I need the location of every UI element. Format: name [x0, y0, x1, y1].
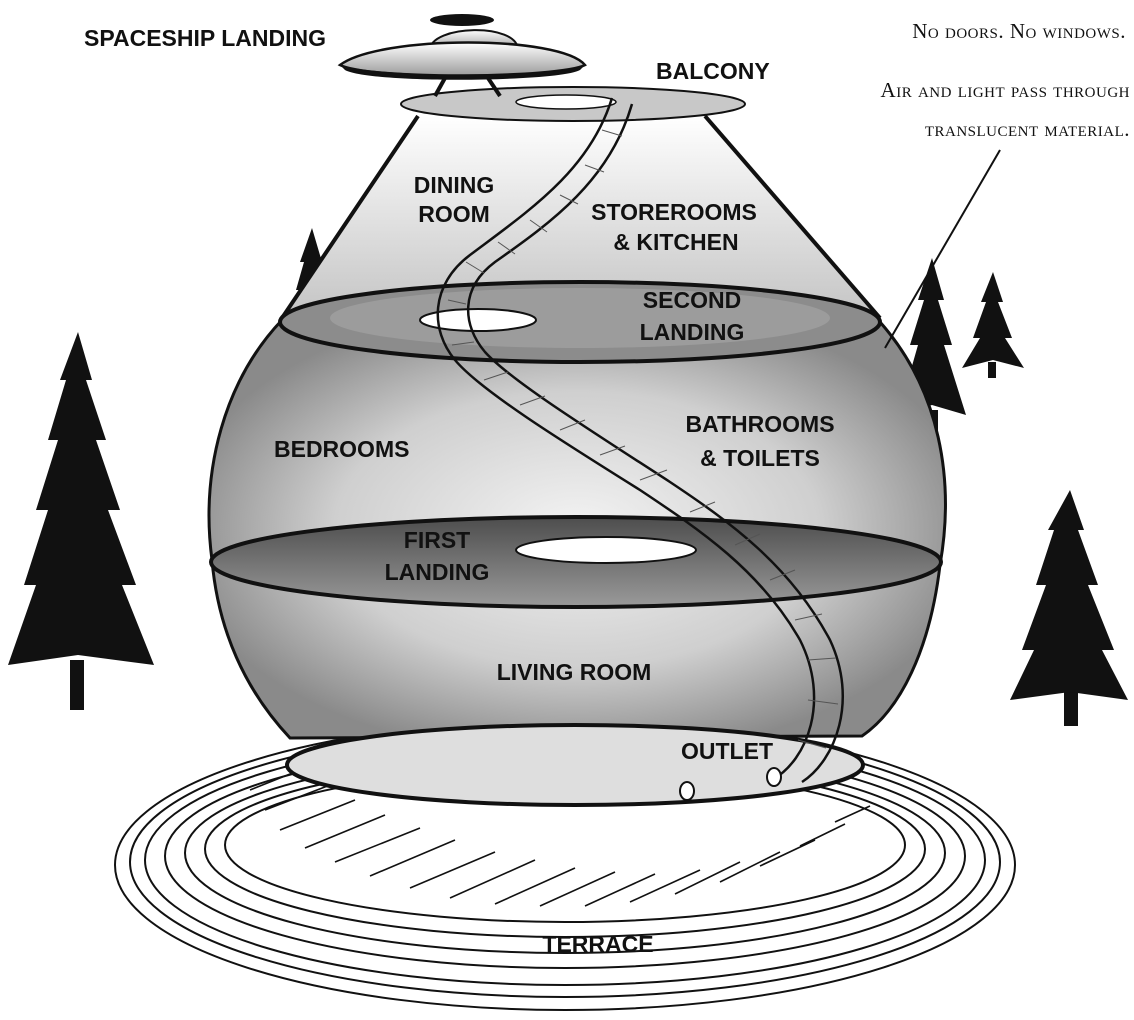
balcony-disc — [401, 87, 745, 121]
note: No doors. No windows. Air and light pass… — [881, 19, 1130, 141]
label-second-landing-line2: LANDING — [640, 319, 745, 345]
label-dining-room-line1: DINING — [414, 172, 495, 198]
first-landing-disc — [211, 517, 941, 607]
label-first-landing-line2: LANDING — [385, 559, 490, 585]
label-spaceship-landing: SPACESHIP LANDING — [84, 25, 326, 51]
label-storerooms-line2: & KITCHEN — [613, 229, 738, 255]
label-outlet: OUTLET — [681, 738, 773, 764]
note-line1: No doors. No windows. — [912, 19, 1126, 43]
tree-right-large — [1010, 490, 1128, 726]
note-line2: Air and light pass through — [881, 78, 1130, 102]
label-balcony: BALCONY — [656, 58, 770, 84]
label-storerooms-line1: STOREROOMS — [591, 199, 757, 225]
spaceship-icon — [340, 14, 585, 96]
label-bedrooms: BEDROOMS — [274, 436, 409, 462]
label-terrace: TERRACE — [542, 931, 653, 957]
tree-left-large — [8, 332, 154, 710]
label-second-landing-line1: SECOND — [643, 287, 741, 313]
label-dining-room-line2: ROOM — [418, 201, 490, 227]
label-first-landing-line1: FIRST — [404, 527, 470, 553]
label-living-room: LIVING ROOM — [497, 659, 652, 685]
note-line3: translucent material. — [925, 117, 1130, 141]
label-bathrooms-line2: & TOILETS — [700, 445, 820, 471]
second-landing-disc — [280, 282, 880, 362]
tree-right-far — [962, 272, 1024, 378]
label-bathrooms-line1: BATHROOMS — [685, 411, 834, 437]
